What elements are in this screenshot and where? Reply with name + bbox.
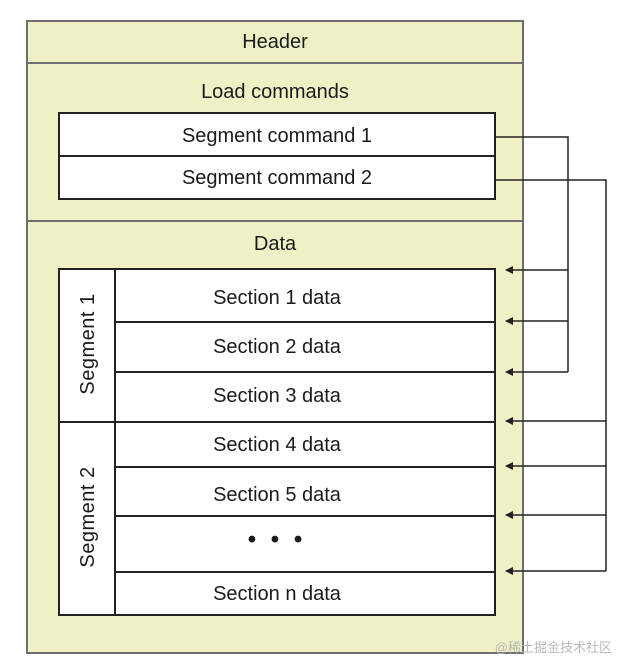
segment-command-1: Segment command 1 xyxy=(181,125,373,147)
section-separator xyxy=(114,515,496,517)
load-commands-divider xyxy=(26,220,524,222)
load-commands-label: Load commands xyxy=(201,81,349,103)
section-separator xyxy=(114,371,496,373)
section-n-data: Section n data xyxy=(213,583,341,605)
section-separator xyxy=(114,571,496,573)
watermark: @稀土掘金技术社区 xyxy=(494,640,612,655)
section-5-data: Section 5 data xyxy=(213,484,341,506)
section-separator xyxy=(114,321,496,323)
section-4-data: Section 4 data xyxy=(213,434,341,456)
segment-command-2: Segment command 2 xyxy=(181,167,373,189)
segment-label-column-divider xyxy=(114,268,116,616)
section-1-data: Section 1 data xyxy=(213,287,341,309)
segments-box xyxy=(58,268,496,616)
header-label: Header xyxy=(242,31,308,53)
segment-commands-separator xyxy=(58,155,496,157)
section-3-data: Section 3 data xyxy=(213,385,341,407)
section-2-data: Section 2 data xyxy=(213,336,341,358)
header-divider xyxy=(26,62,524,64)
ellipsis-sections: • • • xyxy=(247,526,307,553)
segment-1-2-separator xyxy=(58,421,496,423)
section-separator xyxy=(114,466,496,468)
data-label: Data xyxy=(253,233,297,255)
